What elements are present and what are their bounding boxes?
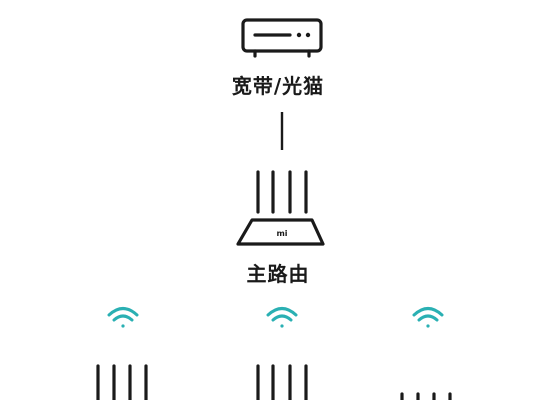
modem-label: 宽带/光猫 [231, 74, 325, 98]
wifi-icon [107, 307, 139, 328]
router-icon [236, 170, 325, 246]
wifi-icon [266, 307, 298, 328]
router-brand-mark: mi [276, 229, 287, 238]
satellite-router-icon [96, 364, 148, 400]
modem-icon [241, 18, 323, 58]
router-label: 主路由 [246, 262, 310, 286]
modem-indicator-lights [296, 32, 311, 38]
satellite-router-icon [400, 392, 452, 400]
satellite-router-icon [256, 364, 308, 400]
wifi-icon [412, 307, 444, 328]
